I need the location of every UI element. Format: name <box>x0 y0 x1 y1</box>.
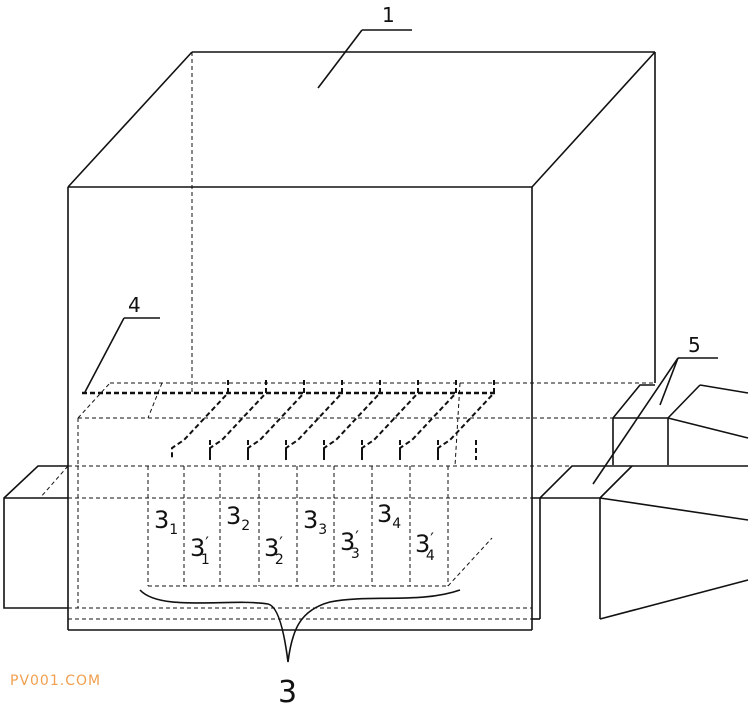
watermark: PV001.COM <box>10 673 102 689</box>
inner-duct-hidden-edges <box>39 382 655 620</box>
box-1-outline <box>67 51 656 631</box>
callout-5-label: 5 <box>688 333 701 357</box>
right-duct-upper <box>612 384 749 465</box>
cell-label: 3′2 <box>264 533 284 568</box>
cell-label: 34 <box>377 500 401 532</box>
cell-label: 3′1 <box>190 533 210 568</box>
cell-label: 32 <box>226 502 250 534</box>
cell-label: 31 <box>154 506 178 538</box>
cell-label: 3′4 <box>415 529 435 564</box>
cells-grid <box>147 466 493 587</box>
cell-label: 33 <box>303 506 327 538</box>
right-duct-lower <box>532 465 749 620</box>
callout-1-leader <box>317 29 412 89</box>
group-3-brace <box>139 589 461 663</box>
callout-5-leader <box>592 357 718 485</box>
callout-1-label: 1 <box>382 3 395 27</box>
nozzle-array <box>171 380 495 460</box>
group-3-label: 3 <box>278 675 297 708</box>
cell-label: 3′3 <box>340 527 360 562</box>
callout-4-leader <box>84 317 160 393</box>
nozzle-pipe <box>437 380 495 460</box>
callout-4-label: 4 <box>128 293 141 317</box>
left-duct <box>3 465 68 609</box>
cell-labels: 31 3′1 32 3′2 33 3′3 34 3′4 <box>154 500 435 568</box>
